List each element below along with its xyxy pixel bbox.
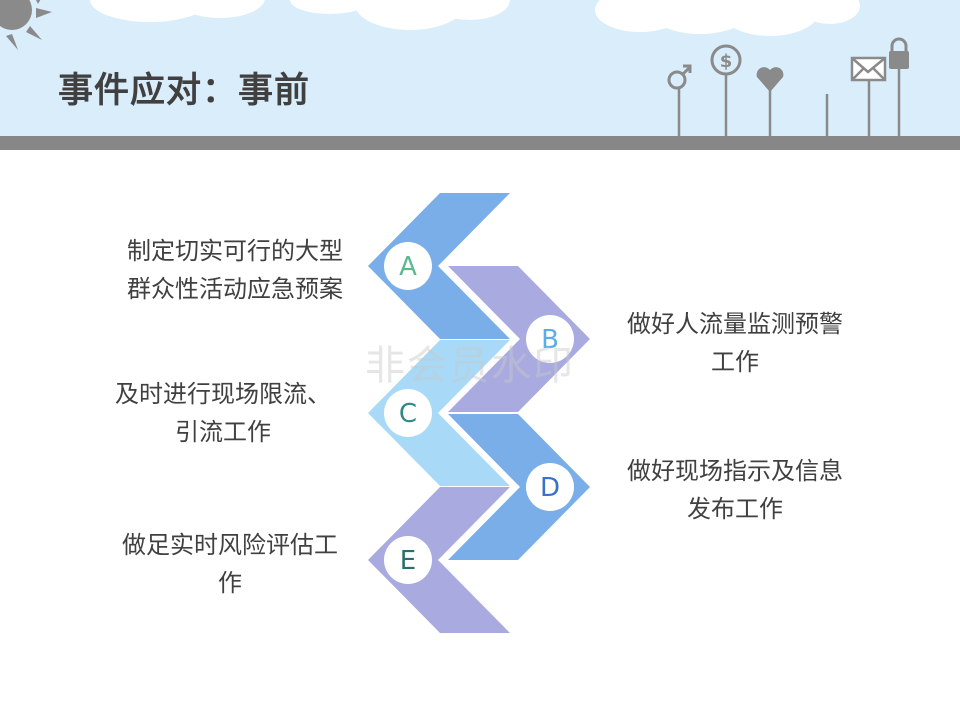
step-letter: E [400, 546, 416, 576]
step-letter: D [540, 473, 560, 503]
watermark: 非会员水印 [365, 333, 575, 391]
step-b-label: 做好人流量监测预警 工作 [600, 305, 870, 381]
step-a-label: 制定切实可行的大型 群众性活动应急预案 [100, 232, 370, 308]
step-e-label: 做足实时风险评估工 作 [95, 526, 365, 602]
step-c-label: 及时进行现场限流、 引流工作 [88, 375, 358, 451]
step-letter: C [399, 399, 417, 429]
step-letter: A [399, 252, 417, 282]
step-d-label: 做好现场指示及信息 发布工作 [600, 452, 870, 528]
